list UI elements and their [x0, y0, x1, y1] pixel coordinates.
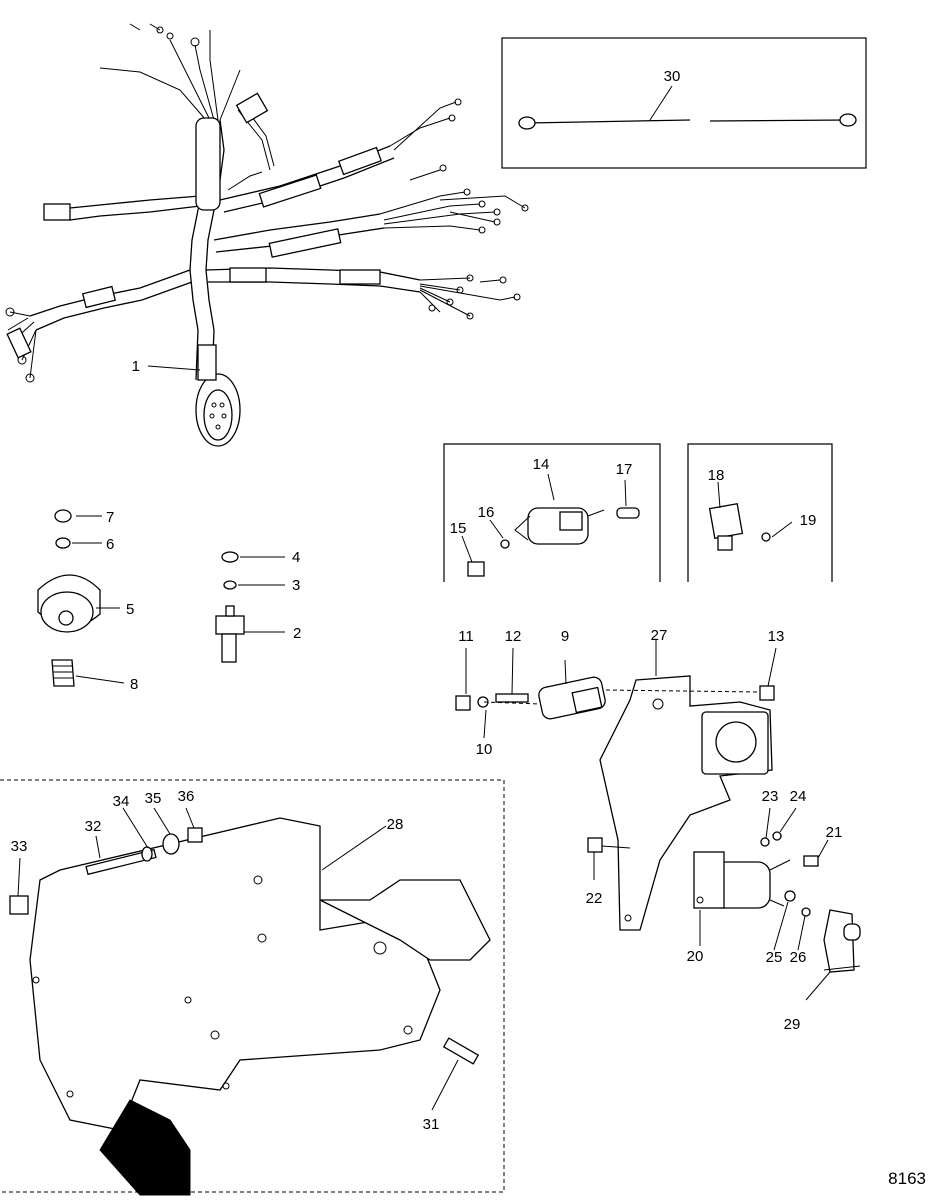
callout-19: 19 — [800, 512, 817, 529]
callout-30: 30 — [664, 68, 681, 85]
wire-harness — [5, 23, 529, 447]
callout-11: 11 — [458, 628, 474, 645]
callout-23: 23 — [762, 788, 779, 805]
callout-36: 36 — [178, 788, 195, 805]
callout-13: 13 — [768, 628, 785, 645]
callout-21: 21 — [826, 824, 843, 841]
callout-24: 24 — [790, 788, 807, 805]
callout-6: 6 — [106, 536, 114, 553]
callout-8: 8 — [130, 676, 138, 693]
callout-17: 17 — [616, 461, 633, 478]
callout-9: 9 — [561, 628, 569, 645]
callout-5: 5 — [126, 601, 134, 618]
callout-32: 32 — [85, 818, 102, 835]
callout-33: 33 — [11, 838, 28, 855]
callout-12: 12 — [505, 628, 522, 645]
callout-1: 1 — [132, 358, 140, 375]
callout-34: 34 — [113, 793, 130, 810]
callout-31: 31 — [423, 1116, 440, 1133]
callout-25: 25 — [766, 949, 783, 966]
callout-28: 28 — [387, 816, 404, 833]
callout-16: 16 — [478, 504, 495, 521]
callout-18: 18 — [708, 467, 725, 484]
callout-22: 22 — [586, 890, 603, 907]
sender-parts — [37, 509, 245, 687]
callout-2: 2 — [293, 625, 301, 642]
callout-7: 7 — [106, 509, 114, 526]
callout-26: 26 — [790, 949, 807, 966]
callout-labels: 1 2 3 4 5 6 7 8 9 10 11 12 13 14 15 16 1… — [11, 68, 926, 1188]
mounting-plate-box — [0, 779, 505, 1196]
callout-4: 4 — [292, 549, 300, 566]
trim-sender-box — [443, 443, 661, 582]
terminal-box — [687, 443, 833, 582]
callout-29: 29 — [784, 1016, 801, 1033]
callout-20: 20 — [687, 948, 704, 965]
callout-10: 10 — [476, 741, 493, 758]
callout-3: 3 — [292, 577, 300, 594]
callout-27: 27 — [651, 627, 668, 644]
diagram-reference-number: 8163 — [888, 1169, 926, 1188]
ground-strap-box — [501, 37, 867, 169]
callout-15: 15 — [450, 520, 467, 537]
callout-35: 35 — [145, 790, 162, 807]
bracket-assembly — [455, 675, 861, 973]
callout-14: 14 — [533, 456, 550, 473]
leader-lines — [17, 85, 831, 1111]
